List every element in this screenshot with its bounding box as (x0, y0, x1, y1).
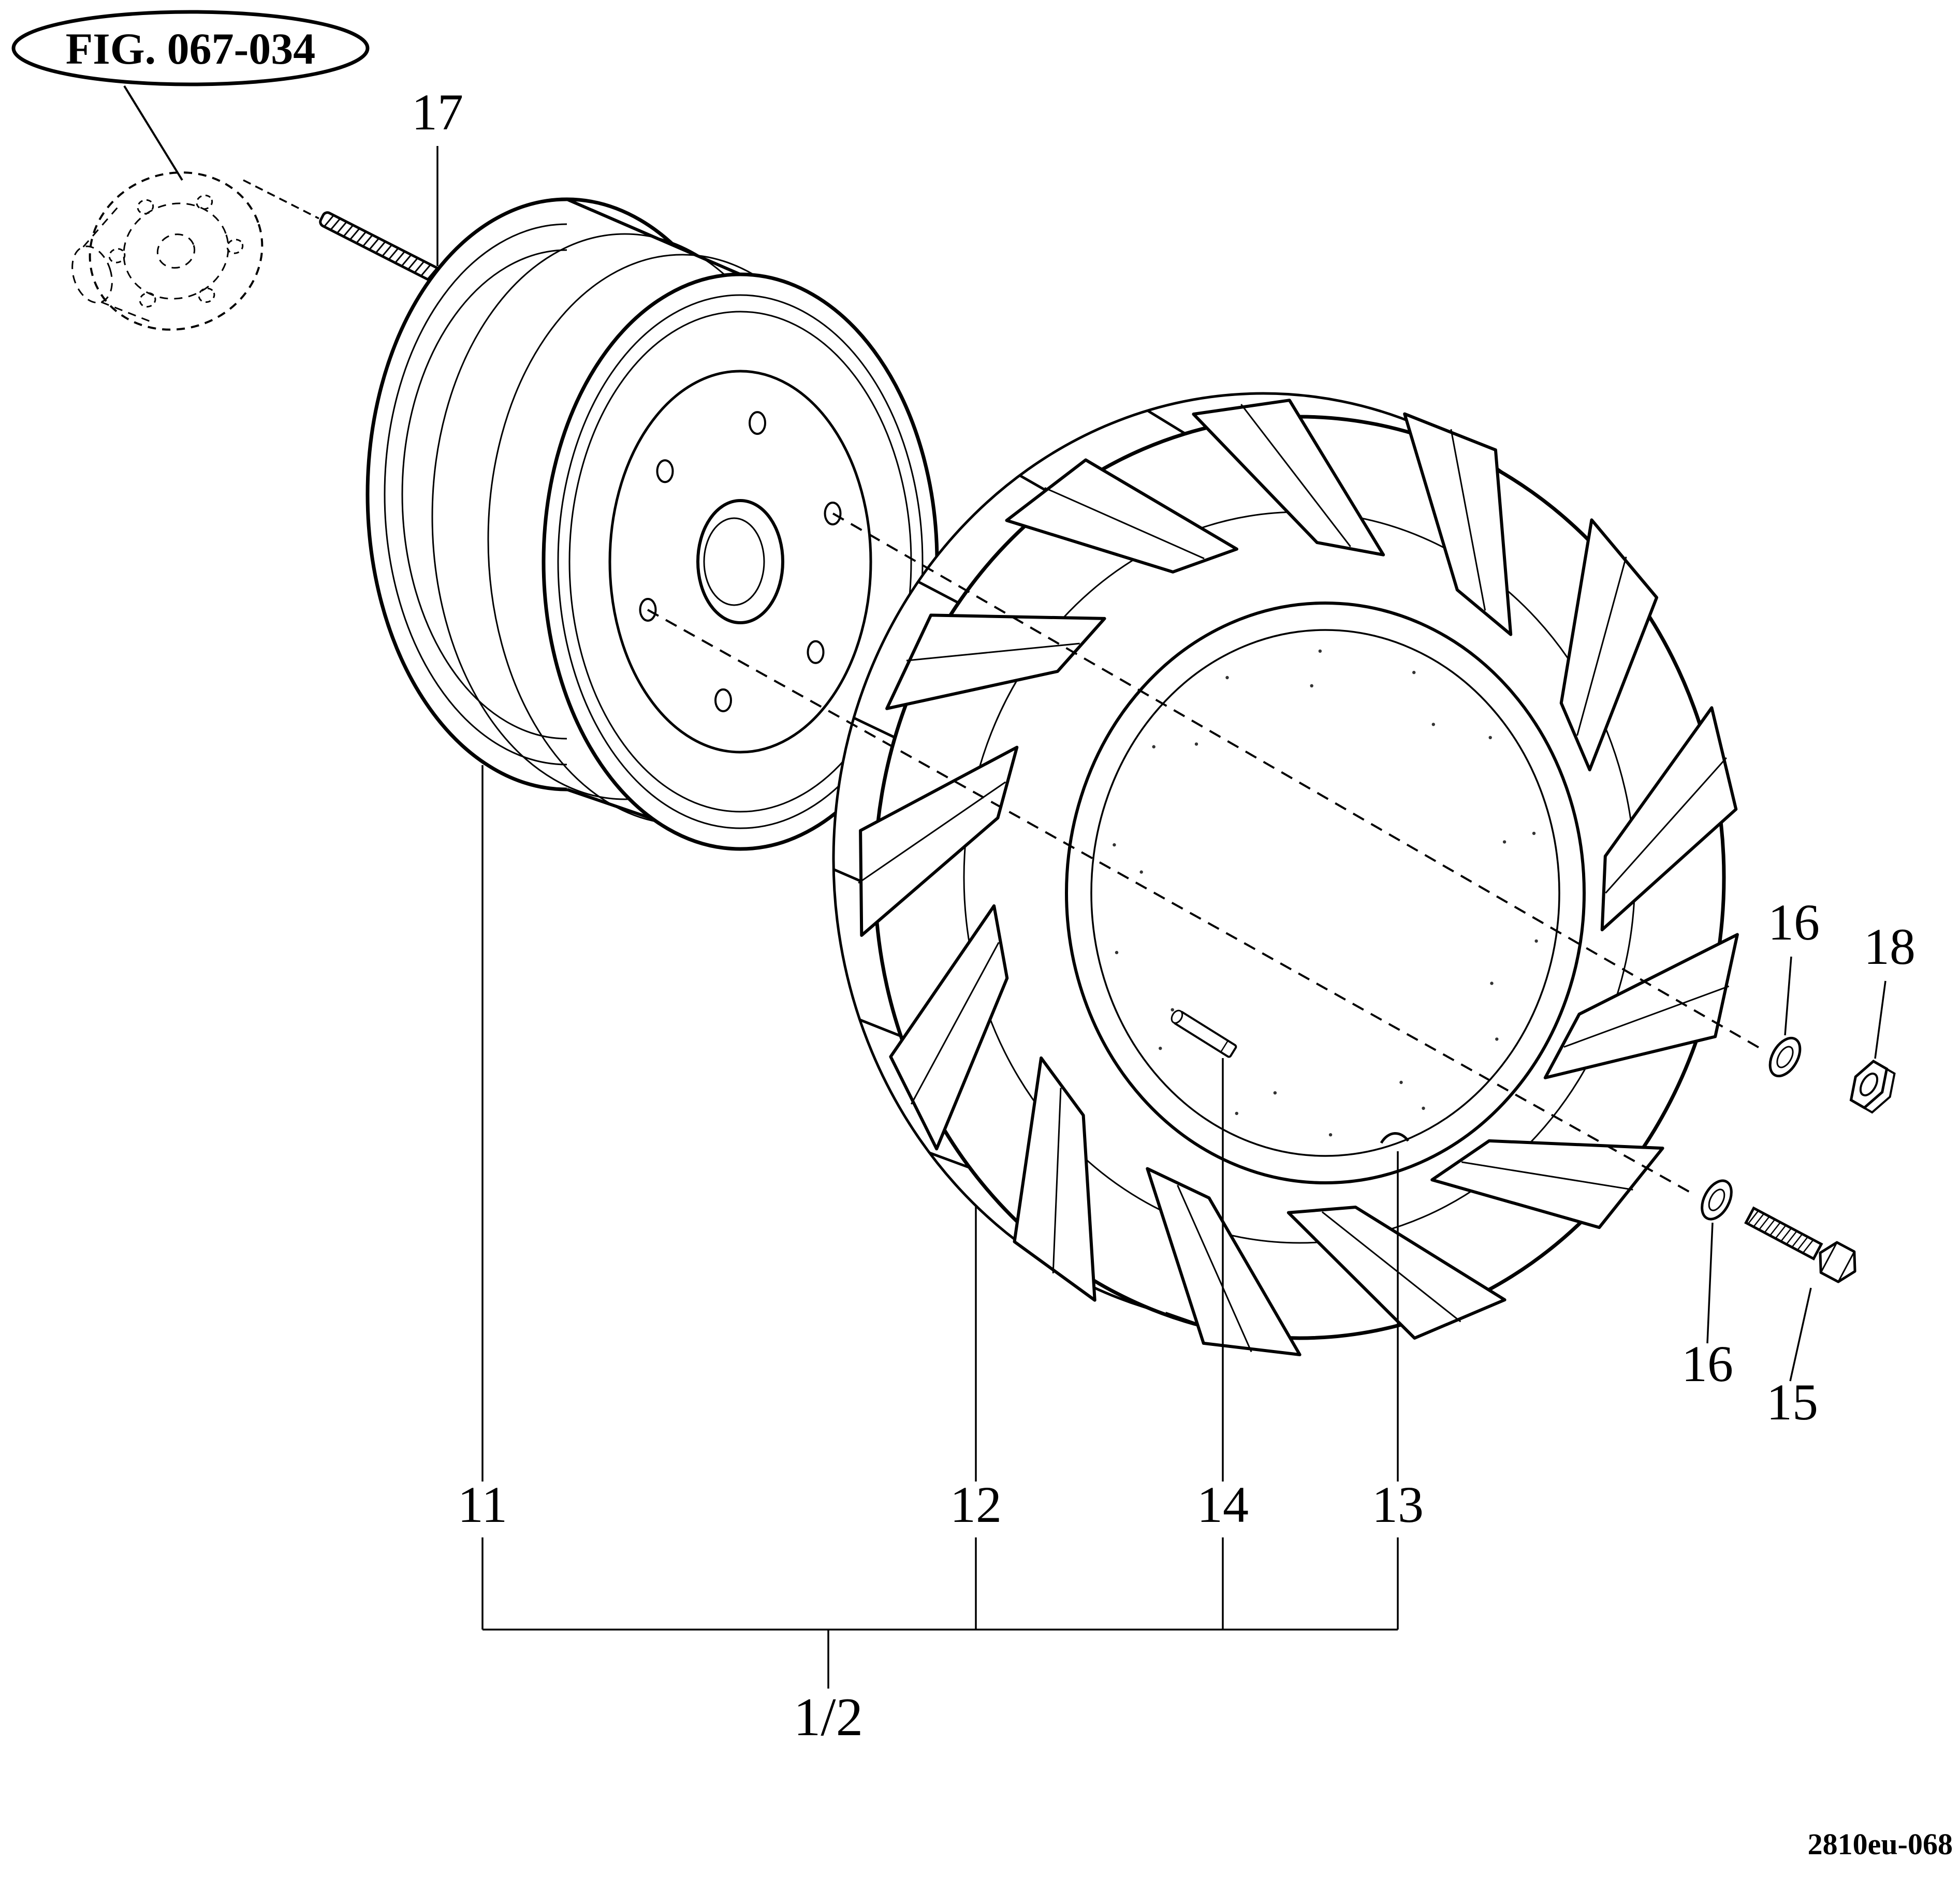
callout-assembly-group: 1/2 (794, 1687, 863, 1747)
spring-washer-lower (1701, 1179, 1733, 1221)
bolt-thread-hatching (1748, 1211, 1813, 1253)
hub-stud-axis-line (243, 179, 319, 219)
callout-18: 18 (1864, 918, 1915, 975)
assembly-axis-upper (832, 512, 1763, 1051)
callout-11: 11 (458, 1476, 507, 1533)
figure-reference-label[interactable]: FIG. 067-034 (66, 24, 316, 74)
tube-notch (1380, 1132, 1410, 1144)
tire-bead-inner (1090, 629, 1560, 1157)
callout-18-line (1874, 980, 1886, 1059)
callout-16-lower-line (1706, 1222, 1714, 1344)
rim-center-hole (696, 499, 784, 624)
drawing-code: 2810eu-068 (1808, 1827, 1953, 1861)
figure-reference-balloon[interactable]: FIG. 067-034 (11, 10, 370, 86)
hub-bolt-holes (108, 194, 244, 308)
callout-17: 17 (412, 83, 463, 141)
valve-stem (1171, 1009, 1237, 1058)
callout-12: 12 (950, 1476, 1002, 1533)
hub-reference-outline (71, 171, 264, 331)
callout-14: 14 (1197, 1476, 1249, 1533)
callout-13: 13 (1372, 1476, 1424, 1533)
bottom-callout-lines (481, 765, 1399, 1689)
tire (832, 392, 1739, 1356)
tire-bead-speckles (1113, 649, 1538, 1137)
callout-15-line (1789, 1287, 1812, 1382)
assembly-axis-lower (647, 609, 1692, 1194)
stud-bolt (319, 211, 461, 293)
rim-bolt-holes (639, 411, 842, 712)
wheel-rim (365, 197, 939, 851)
hex-nut (1849, 1060, 1896, 1114)
figure-reference-leader-line (123, 85, 183, 181)
callout-15: 15 (1766, 1373, 1818, 1431)
callout-16-upper-line (1784, 956, 1792, 1036)
hex-bolt (1744, 1206, 1856, 1283)
tire-bead-lip (1065, 602, 1586, 1184)
rim-dish (608, 370, 872, 754)
callout-16-upper: 16 (1768, 893, 1820, 951)
callout-16-lower: 16 (1681, 1335, 1733, 1392)
spring-washer-upper (1768, 1036, 1802, 1078)
stud-thread-hatching (324, 215, 450, 286)
